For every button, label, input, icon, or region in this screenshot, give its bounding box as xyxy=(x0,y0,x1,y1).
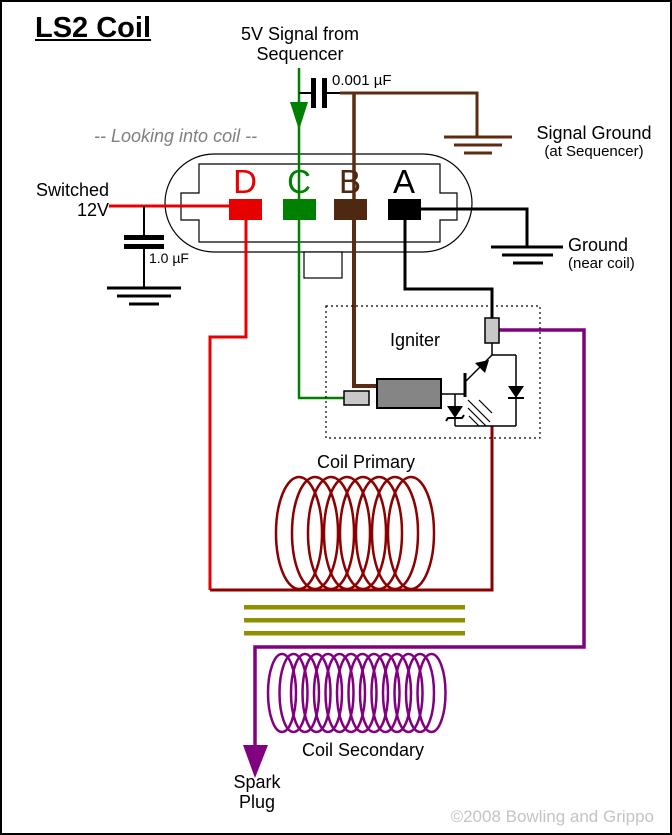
signal-ground-line1: Signal Ground xyxy=(536,123,652,143)
switched-12v-label: Switched 12V xyxy=(19,180,109,220)
coil-ground-wire xyxy=(403,207,529,319)
signal-wire xyxy=(297,68,344,400)
pin-d xyxy=(229,199,262,220)
connector-keying-tab xyxy=(303,251,343,279)
coil-ground-symbol xyxy=(491,245,563,265)
igniter-box xyxy=(325,305,541,439)
collector-resistor xyxy=(484,317,500,344)
switched-12v-wire xyxy=(109,204,248,590)
12v-capacitor xyxy=(124,206,164,288)
signal-source-label: 5V Signal from Sequencer xyxy=(220,24,380,64)
pin-a xyxy=(388,199,421,220)
signal-capacitor-value: 0.001 µF xyxy=(332,72,392,89)
secondary-wire xyxy=(253,328,586,746)
igniter-driver-block xyxy=(376,378,442,409)
coil-ground-label: Ground (near coil) xyxy=(568,235,635,272)
copyright-text: ©2008 Bowling and Grippo xyxy=(450,807,654,826)
signal-ground-line2: (at Sequencer) xyxy=(544,143,644,160)
signal-capacitor xyxy=(299,78,342,108)
input-resistor xyxy=(343,390,370,406)
12v-ground-symbol xyxy=(107,286,181,306)
diagram-title: LS2 Coil xyxy=(35,12,152,44)
coil-secondary-winding xyxy=(266,652,447,734)
primary-wire xyxy=(210,426,494,592)
looking-into-coil-note: -- Looking into coil -- xyxy=(94,126,258,146)
spark-line1: Spark xyxy=(233,772,281,792)
spark-plug-label: Spark Plug xyxy=(207,772,307,812)
spark-arrow-icon xyxy=(243,745,268,778)
pin-label-a: A xyxy=(392,163,415,200)
igbt-transistor xyxy=(441,343,516,427)
pin-label-c: C xyxy=(287,163,311,200)
signal-source-line2: Sequencer xyxy=(256,44,344,64)
signal-source-line1: 5V Signal from xyxy=(240,24,360,44)
core-laminations xyxy=(244,605,465,636)
coil-ground-line1: Ground xyxy=(568,235,629,255)
coil-secondary-label: Coil Secondary xyxy=(301,740,425,760)
zener-diode xyxy=(445,394,465,426)
flyback-diode xyxy=(508,355,524,426)
spark-line2: Plug xyxy=(238,792,276,812)
pin-c xyxy=(283,199,316,220)
switched-line1: Switched xyxy=(35,180,109,200)
signal-ground-label: Signal Ground (at Sequencer) xyxy=(514,123,670,160)
12v-capacitor-value: 1.0 µF xyxy=(149,250,189,266)
signal-ground-wire xyxy=(340,91,479,388)
pin-label-d: D xyxy=(233,163,257,200)
coil-ground-line2: (near coil) xyxy=(568,255,635,272)
igniter-label: Igniter xyxy=(390,330,441,350)
coil-primary-winding xyxy=(274,475,436,591)
pin-b xyxy=(334,199,367,220)
signal-ground-symbol xyxy=(444,135,512,155)
connector-pins xyxy=(229,199,421,220)
coil-primary-label: Coil Primary xyxy=(316,452,415,472)
signal-arrow-icon xyxy=(290,102,308,130)
transistor-arrow-icon xyxy=(475,360,489,373)
pin-label-b: B xyxy=(338,163,361,200)
switched-line2: 12V xyxy=(76,200,109,220)
